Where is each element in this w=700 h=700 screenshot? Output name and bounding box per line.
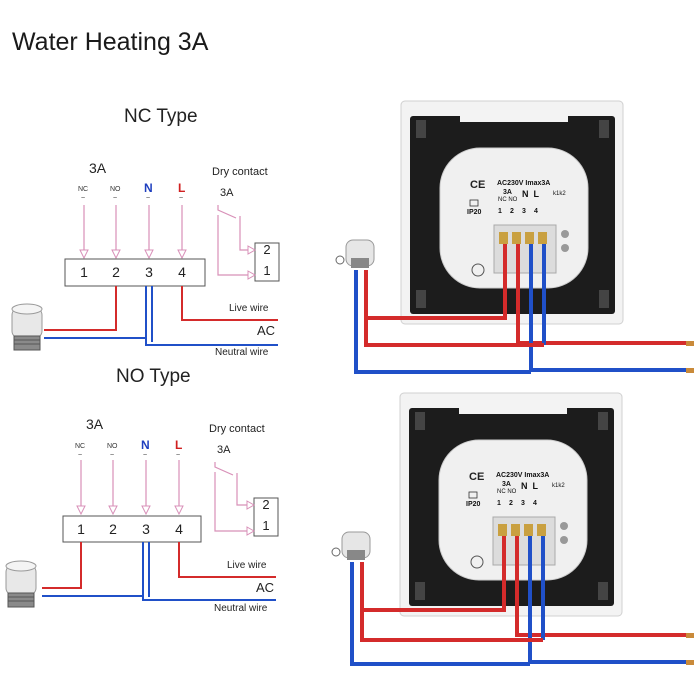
nc-label-nc: NC [78,186,89,193]
nc-live-wire-label: Live wire [229,303,269,314]
nc-neutral-wire-label: Neutral wire [215,347,269,358]
no-terminal-1: 1 [77,521,85,537]
no-contact-2: 2 [262,497,270,512]
no-tilde-3: ~ [143,452,148,459]
device-top-ce-mark: CE [470,179,486,191]
no-label-l: L [175,438,183,452]
nc-contact-1: 1 [263,263,271,278]
no-tilde-1: ~ [78,452,83,459]
device-bottom-term-2: 2 [509,500,513,507]
device-top-ip: IP20 [467,209,482,216]
nc-terminal-3: 3 [145,264,153,280]
device-top-term-1: 1 [498,208,502,215]
nc-terminal-2: 2 [112,264,120,280]
nc-tilde-2: ~ [113,195,118,202]
no-contact-1: 1 [262,518,270,533]
no-current-label: 3A [86,416,104,432]
device-top-actuator [335,239,375,268]
nc-label-l: L [178,181,186,195]
device-bottom-actuator [331,531,371,560]
no-label-n: N [141,438,150,452]
device-bottom-term-3: 3 [521,500,525,507]
no-type-title: NO Type [116,366,191,387]
nc-label-no: NO [110,186,121,193]
no-diagram [5,460,279,608]
nc-terminal-1: 1 [80,264,88,280]
nc-actuator-image [11,303,43,351]
device-bottom-k: k1k2 [552,483,565,489]
no-neutral-wire-label: Neutral wire [214,603,268,614]
nc-contact-2: 2 [263,242,271,257]
no-label-nc: NC [75,443,86,450]
no-terminal-3: 3 [142,521,150,537]
device-top [335,100,694,374]
no-contact-block [253,497,279,537]
nc-ac-label: AC [257,323,276,338]
nc-terminal-block [64,258,206,287]
nc-current-label: 3A [89,160,107,176]
nc-terminal-4: 4 [178,264,186,280]
device-bottom-n-l: N L [521,481,538,491]
nc-tilde-3: ~ [146,195,151,202]
nc-dry-current: 3A [220,187,234,199]
no-dry-contact-label: Dry contact [209,423,265,435]
no-actuator-image [5,560,37,608]
device-bottom-ip: IP20 [466,501,481,508]
device-bottom-term-1: 1 [497,500,501,507]
device-bottom-term-4: 4 [533,500,537,507]
device-top-n-l: N L [522,189,539,199]
nc-dry-contact-label: Dry contact [212,166,268,178]
nc-label-n: N [144,181,153,195]
no-tilde-4: ~ [176,452,181,459]
no-terminal-2: 2 [109,521,117,537]
no-ac-label: AC [256,580,275,595]
device-top-term-3: 3 [522,208,526,215]
device-bottom [331,392,694,666]
device-bottom-ce-mark: CE [469,471,485,483]
device-top-term-4: 4 [534,208,538,215]
no-tilde-2: ~ [110,452,115,459]
no-label-no: NO [107,443,118,450]
no-terminal-block [62,515,202,543]
nc-diagram [11,205,280,351]
device-bottom-amp: 3A [502,481,511,488]
nc-tilde-1: ~ [81,195,86,202]
device-top-nc-no: NC NO [498,197,518,203]
nc-type-title: NC Type [124,106,198,127]
device-top-term-2: 2 [510,208,514,215]
nc-contact-block [254,242,280,282]
device-top-k: k1k2 [553,191,566,197]
device-top-amp: 3A [503,189,512,196]
no-dry-current: 3A [217,444,231,456]
device-bottom-nc-no: NC NO [497,489,517,495]
device-bottom-rating: AC230V Imax3A [496,472,550,479]
page-title: Water Heating 3A [12,28,209,56]
no-live-wire-label: Live wire [227,560,267,571]
nc-tilde-4: ~ [179,195,184,202]
no-terminal-4: 4 [175,521,183,537]
device-top-rating: AC230V Imax3A [497,180,551,187]
